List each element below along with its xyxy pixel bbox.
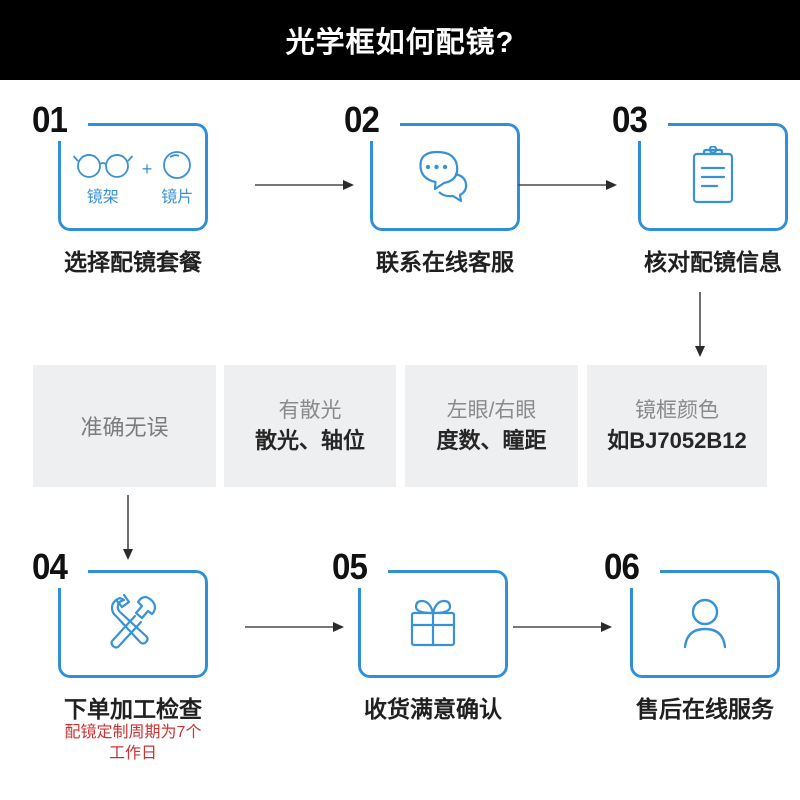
step-02-icon-area	[370, 123, 520, 231]
gift-box-icon	[410, 599, 456, 647]
arrow-step4-to-step5	[245, 622, 344, 632]
info-cell-3-line1: 左眼/右眼	[446, 399, 537, 422]
arrow-step1-to-step2	[255, 180, 354, 190]
info-cell-2: 有散光 散光、轴位	[224, 365, 396, 487]
arrow-info-to-step4	[123, 495, 133, 560]
step-05-number: 05	[332, 546, 368, 587]
chat-bubbles-icon	[419, 150, 468, 203]
step-02-box: 02	[344, 99, 520, 231]
arrow-step3-to-info	[695, 292, 705, 357]
plus-sign-icon: +	[141, 158, 153, 179]
step-04-note: 配镜定制周期为7个 工作日	[64, 724, 202, 762]
step-card-01[interactable]: 01	[29, 99, 237, 275]
page-header: 光学框如何配镜?	[0, 0, 800, 80]
step-03-border	[638, 123, 788, 231]
step-card-06[interactable]: 06 售后在线服务	[601, 546, 800, 722]
frame-label: 镜架	[86, 189, 119, 206]
arrow-step5-to-step6	[513, 622, 612, 632]
step-card-03[interactable]: 03 核对配镜信息	[609, 99, 800, 275]
tools-hammer-wrench-icon	[110, 594, 157, 649]
step-04-icon-area	[58, 570, 208, 678]
step-02-caption: 联系在线客服	[376, 249, 514, 275]
step-03-box: 03	[612, 99, 788, 231]
frame-group: 镜架	[72, 147, 134, 207]
lens-group: 镜片	[160, 147, 194, 207]
step-05-icon-area	[358, 570, 508, 678]
step-06-box: 06	[604, 546, 780, 678]
info-band: 准确无误 有散光 散光、轴位 左眼/右眼 度数、瞳距 镜框颜色 如BJ7052B…	[0, 365, 800, 487]
step-06-border-gap	[626, 566, 660, 588]
info-cell-4-line1: 镜框颜色	[635, 399, 719, 422]
step-01-border-gap	[54, 119, 88, 141]
info-cell-2-line1: 有散光	[278, 399, 342, 422]
step-05-box: 05	[332, 546, 508, 678]
step-01-caption: 选择配镜套餐	[64, 249, 202, 275]
lens-label: 镜片	[161, 189, 194, 206]
step-03-border-gap	[634, 119, 668, 141]
step-04-caption: 下单加工检查	[64, 696, 202, 722]
step-05-caption: 收货满意确认	[364, 696, 502, 722]
glasses-frame-and-lens-icon: 镜架 + 镜片	[58, 147, 208, 207]
info-cell-3-line2: 度数、瞳距	[436, 428, 547, 453]
info-cell-1-line1: 准确无误	[80, 415, 169, 440]
step-03-caption: 核对配镜信息	[644, 249, 782, 275]
step-03-icon-area	[638, 123, 788, 231]
customer-service-person-icon	[683, 598, 727, 649]
step-card-05[interactable]: 05 收货满意确认	[329, 546, 537, 722]
info-cell-4: 镜框颜色 如BJ7052B12	[587, 365, 767, 487]
step-02-border	[370, 123, 520, 231]
step-04-border-gap	[54, 566, 88, 588]
step-02-number: 02	[344, 99, 380, 140]
step-05-border-gap	[354, 566, 388, 588]
clipboard-icon	[692, 146, 734, 204]
step-01-number: 01	[32, 99, 68, 140]
info-cell-4-line2: 如BJ7052B12	[607, 428, 747, 453]
step-02-border-gap	[366, 119, 400, 141]
info-cell-2-line2: 散光、轴位	[254, 428, 365, 453]
glasses-frame-icon	[72, 154, 133, 178]
step-01-border	[58, 123, 208, 231]
step-06-caption: 售后在线服务	[636, 696, 774, 722]
step-04-box: 04	[32, 546, 208, 678]
step-06-number: 06	[604, 546, 640, 587]
step-card-02[interactable]: 02 联系在线客服	[341, 99, 549, 275]
step-04-number: 04	[32, 546, 68, 587]
info-cell-3: 左眼/右眼 度数、瞳距	[405, 365, 578, 487]
step-01-box: 01	[32, 99, 208, 231]
page-title: 光学框如何配镜?	[285, 27, 515, 59]
lens-icon	[163, 151, 192, 179]
step-card-04[interactable]: 04 下单加工检查 配镜定制周期为7个 工作日	[29, 546, 237, 762]
step-01-icon-area: 镜架 + 镜片	[58, 123, 208, 231]
info-cell-1: 准确无误	[33, 365, 216, 487]
arrow-step2-to-step3	[518, 180, 617, 190]
step-06-border	[630, 570, 780, 678]
step-03-number: 03	[612, 99, 648, 140]
step-05-border	[358, 570, 508, 678]
step-04-border	[58, 570, 208, 678]
step-06-icon-area	[630, 570, 780, 678]
